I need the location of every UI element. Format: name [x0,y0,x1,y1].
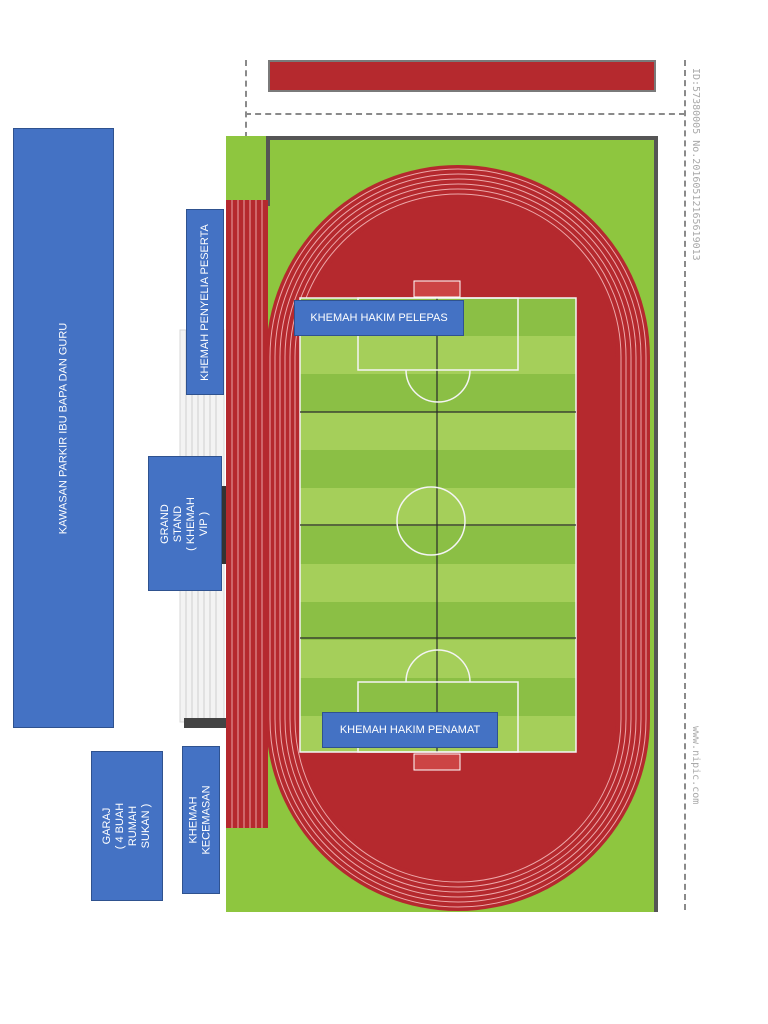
watermark-site: www.nipic.com [690,726,701,805]
supervisor-tent-text: KHEMAH PENYELIA PESERTA [198,223,211,381]
enclosure-wall-top [268,136,656,140]
start-judge-tent-text: KHEMAH HAKIM PELEPAS [310,311,448,324]
track-straight-lanes [231,200,263,828]
track-lanes [269,168,647,908]
grandstand-label: GRAND STAND ( KHEMAH VIP ) [148,456,222,591]
supervisor-tent-label: KHEMAH PENYELIA PESERTA [186,209,224,395]
enclosure-wall-left [266,136,270,206]
fence-right [684,60,686,910]
finish-judge-tent-label: KHEMAH HAKIM PENAMAT [322,712,498,748]
stand-base [184,718,226,728]
emergency-tent-text: KHEMAH KECEMASAN [188,785,214,855]
fence-top-inner [245,113,685,115]
top-track-strip [268,60,656,92]
football-pitch [299,297,577,753]
fence-left [245,60,247,210]
emergency-tent-label: KHEMAH KECEMASAN [182,746,220,894]
parking-area-label: KAWASAN PARKIR IBU BAPA DAN GURU [13,128,114,728]
finish-judge-tent-text: KHEMAH HAKIM PENAMAT [339,723,481,736]
garage-text: GARAJ ( 4 BUAH RUMAH SUKAN ) [101,802,152,850]
garage-label: GARAJ ( 4 BUAH RUMAH SUKAN ) [91,751,163,901]
marker-bottom [413,753,461,771]
watermark-id: ID:57380005 No.20160512165619013 [690,68,701,261]
grandstand-text: GRAND STAND ( KHEMAH VIP ) [159,496,210,551]
parking-area-text: KAWASAN PARKIR IBU BAPA DAN GURU [57,322,69,534]
vip-box [220,486,228,564]
marker-top [413,280,461,298]
track-straight-left [226,200,268,828]
start-judge-tent-label: KHEMAH HAKIM PELEPAS [294,300,464,336]
enclosure-wall-right [654,136,658,912]
